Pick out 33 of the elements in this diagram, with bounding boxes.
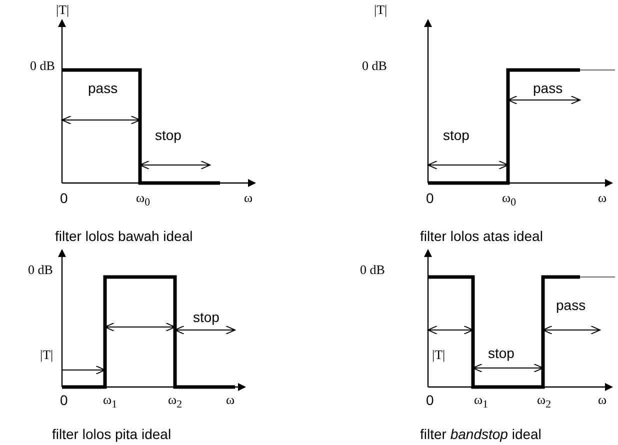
tick-label: 0 dB [362,58,387,74]
tick-label: 0 [60,392,68,408]
axis-label: |T| [374,2,388,18]
tick-label: ω$_{2}$ [168,392,182,411]
tick-label: 0 [426,392,434,408]
tick-label: ω$_{2}$ [537,392,551,411]
axis-label: ω [226,392,235,408]
axis-label: |T| [56,2,70,18]
band-label: stop [155,127,182,143]
tick-label: ω$_{1}$ [103,392,117,411]
caption: filter lolos bawah ideal [55,228,193,244]
band-label: pass [533,80,563,96]
caption: filter bandstop ideal [420,426,542,442]
tick-label: ω$_{1}$ [474,392,488,411]
axis-label: ω [598,392,607,408]
tick-label: ω$_{0}$ [136,190,150,209]
axis-label: |T| [40,347,54,363]
tick-label: ω$_{0}$ [502,190,516,209]
caption: filter lolos pita ideal [52,426,172,442]
band-label: stop [443,127,470,143]
caption: filter lolos atas ideal [420,228,543,244]
axis-label: ω [244,190,253,206]
tick-label: 0 [426,190,434,206]
axis-label: ω [598,190,607,206]
band-label: stop [488,345,514,361]
tick-label: 0 dB [30,58,55,74]
band-label: pass [88,80,118,96]
band-label: pass [556,297,586,313]
band-label: stop [193,309,220,325]
tick-label: 0 [60,190,68,206]
axis-label: |T| [432,347,446,363]
tick-label: 0 dB [360,262,385,278]
tick-label: 0 dB [28,262,53,278]
